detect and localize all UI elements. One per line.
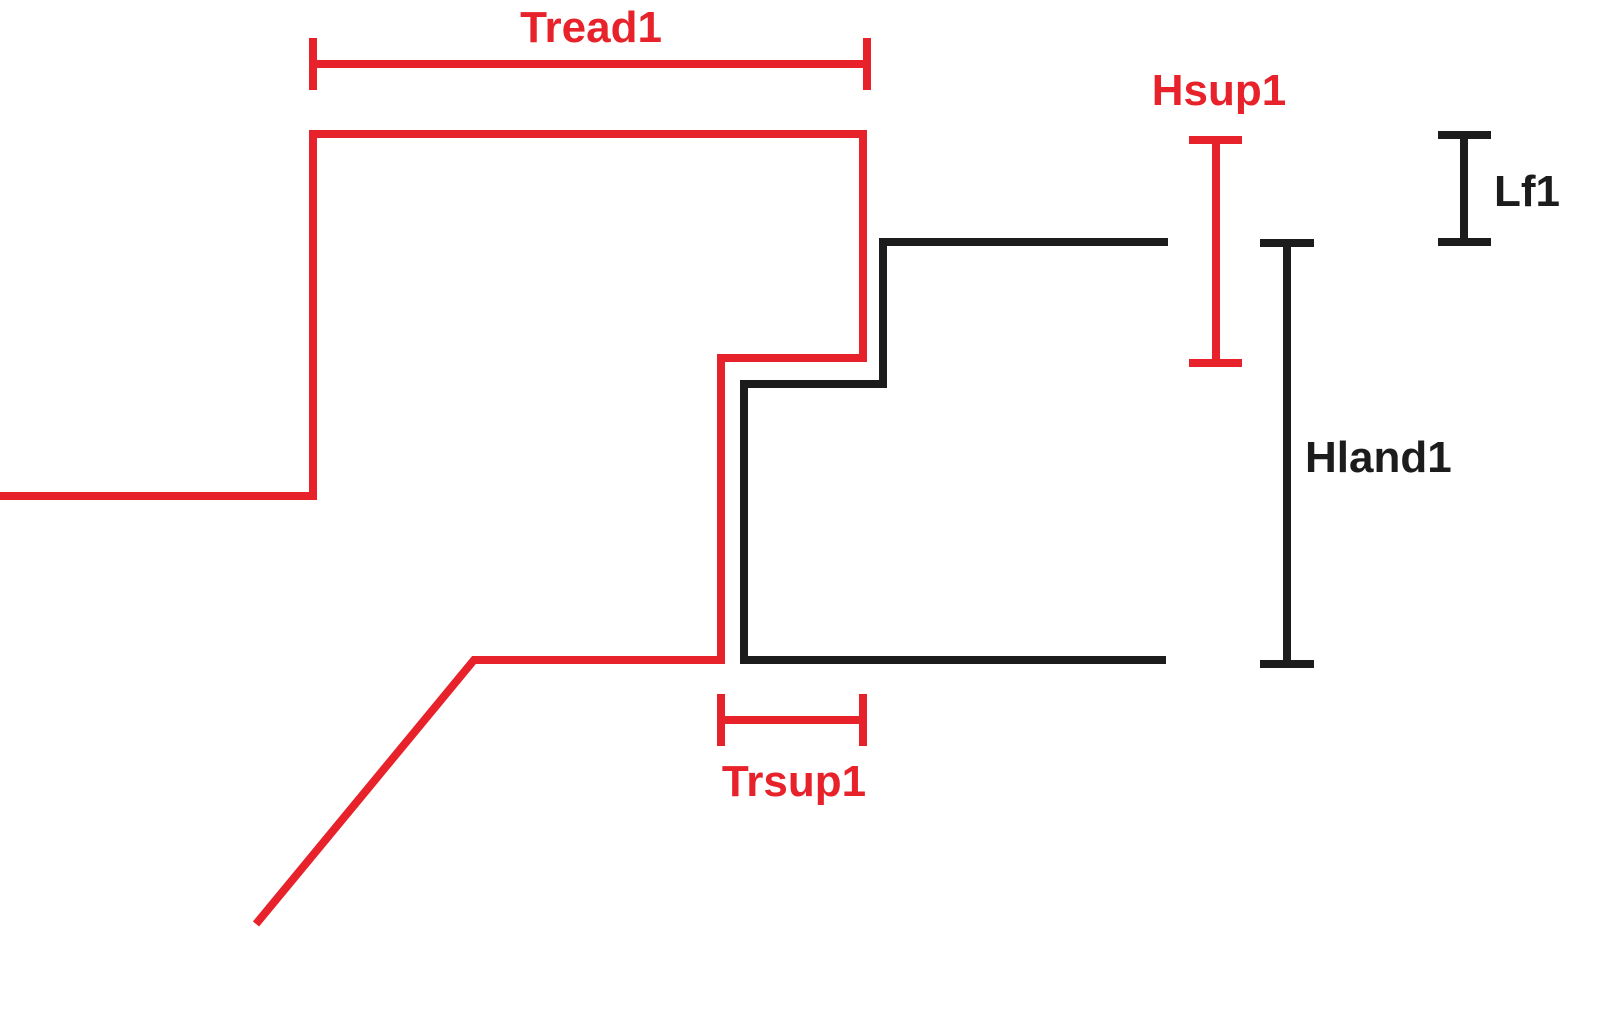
trsup-dimension xyxy=(717,694,867,746)
lf-dimension xyxy=(1438,131,1491,246)
black-lower-profile xyxy=(740,238,1168,664)
hsup-label: Hsup1 xyxy=(1152,66,1286,115)
hland-label: Hland1 xyxy=(1305,433,1452,482)
hland-dimension xyxy=(1260,239,1314,668)
tread-label: Tread1 xyxy=(520,3,662,52)
tread-dimension xyxy=(309,38,871,90)
hsup-dimension xyxy=(1189,136,1242,367)
lf-label: Lf1 xyxy=(1494,167,1560,216)
red-upper-profile xyxy=(0,130,867,927)
trsup-label: Trsup1 xyxy=(722,757,866,806)
